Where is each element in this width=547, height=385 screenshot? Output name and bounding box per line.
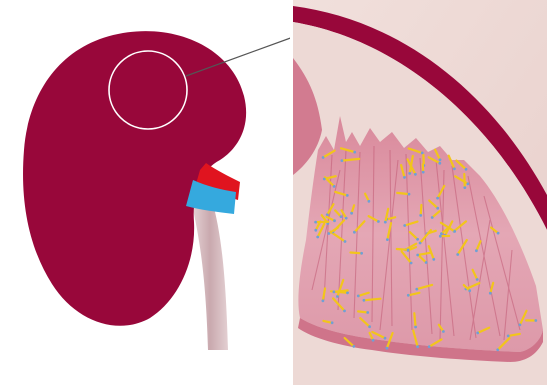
crystal-tip xyxy=(346,291,349,294)
magnified-inset xyxy=(293,0,547,385)
crystal-tip xyxy=(368,325,371,328)
crystal-tip xyxy=(407,249,410,252)
crystal-tip xyxy=(438,162,441,165)
crystal xyxy=(358,311,368,312)
crystal-tip xyxy=(353,231,356,234)
crystal-tip xyxy=(410,262,413,265)
crystal-tip xyxy=(415,288,418,291)
crystal-tip xyxy=(456,253,459,256)
crystal-tip xyxy=(333,219,336,222)
crystal-tip xyxy=(372,339,375,342)
crystal-tip xyxy=(403,176,406,179)
crystal-tip xyxy=(419,242,422,245)
crystal-tip xyxy=(357,295,360,298)
crystal-tip xyxy=(333,185,336,188)
crystal-tip xyxy=(336,295,339,298)
crystal-tip xyxy=(453,167,456,170)
crystal-tip xyxy=(353,151,356,154)
crystal-tip xyxy=(384,337,387,340)
crystal-tip xyxy=(439,235,442,238)
crystal-tip xyxy=(440,232,443,235)
crystal-tip xyxy=(346,194,349,197)
crystal-tip xyxy=(421,152,424,155)
crystal-tip xyxy=(497,232,500,235)
crystal-tip xyxy=(403,224,406,227)
crystal-tip xyxy=(345,217,348,220)
crystal-tip xyxy=(442,330,445,333)
crystal-tip xyxy=(519,323,522,326)
crystal-tip xyxy=(416,345,419,348)
crystal-tip xyxy=(384,221,387,224)
crystal-tip xyxy=(408,172,411,175)
crystal-tip xyxy=(467,182,470,185)
crystal-tip xyxy=(331,321,334,324)
crystal-tip xyxy=(314,221,317,224)
crystal xyxy=(421,205,422,215)
crystal-tip xyxy=(428,345,431,348)
crystal-tip xyxy=(386,238,389,241)
crystal-tip xyxy=(436,207,439,210)
crystal-tip xyxy=(476,278,479,281)
crystal-tip xyxy=(414,326,417,329)
crystal-tip xyxy=(475,249,478,252)
crystal-tip xyxy=(419,214,422,217)
crystal-tip xyxy=(453,230,456,233)
crystal-tip xyxy=(414,173,417,176)
crystal-tip xyxy=(363,299,366,302)
crystal-tip xyxy=(366,311,369,314)
crystal-tip xyxy=(463,186,466,189)
crystal-tip xyxy=(431,216,434,219)
crystal-tip xyxy=(468,289,471,292)
crystal xyxy=(351,253,362,254)
crystal xyxy=(334,290,348,292)
crystal-tip xyxy=(496,348,499,351)
crystal-tip xyxy=(352,345,355,348)
crystal-tip xyxy=(465,168,468,171)
crystal-tip xyxy=(360,252,363,255)
crystal-tip xyxy=(507,335,510,338)
crystal-tip xyxy=(341,159,344,162)
crystal-tip xyxy=(323,178,326,181)
crystal-tip xyxy=(343,310,346,313)
crystal-tip xyxy=(489,292,492,295)
crystal xyxy=(397,193,409,194)
crystal-tip xyxy=(350,212,353,215)
crystal-tip xyxy=(534,319,537,322)
crystal-tip xyxy=(322,299,325,302)
crystal-tip xyxy=(425,261,428,264)
crystal-tip xyxy=(314,229,317,232)
crystal-tip xyxy=(386,347,389,350)
crystal-tip xyxy=(422,171,425,174)
crystal-tip xyxy=(416,254,419,257)
crystal-tip xyxy=(407,294,410,297)
crystal-tip xyxy=(322,156,325,159)
crystal-tip xyxy=(476,332,479,335)
crystal xyxy=(414,313,415,327)
crystal-tip xyxy=(416,238,419,241)
crystal-tip xyxy=(436,197,439,200)
crystal-tip xyxy=(439,158,442,161)
crystal-tip xyxy=(368,200,371,203)
crystal-tip xyxy=(408,193,411,196)
crystal-tip xyxy=(316,236,319,239)
crystal xyxy=(397,249,408,250)
crystal-tip xyxy=(333,291,336,294)
crystal-tip xyxy=(327,232,330,235)
crystal-tip xyxy=(344,240,347,243)
panel-divider xyxy=(290,0,293,385)
ureter xyxy=(192,200,228,350)
crystal-tip xyxy=(340,215,343,218)
crystal-tip xyxy=(432,258,435,261)
crystal-tip xyxy=(377,220,380,223)
